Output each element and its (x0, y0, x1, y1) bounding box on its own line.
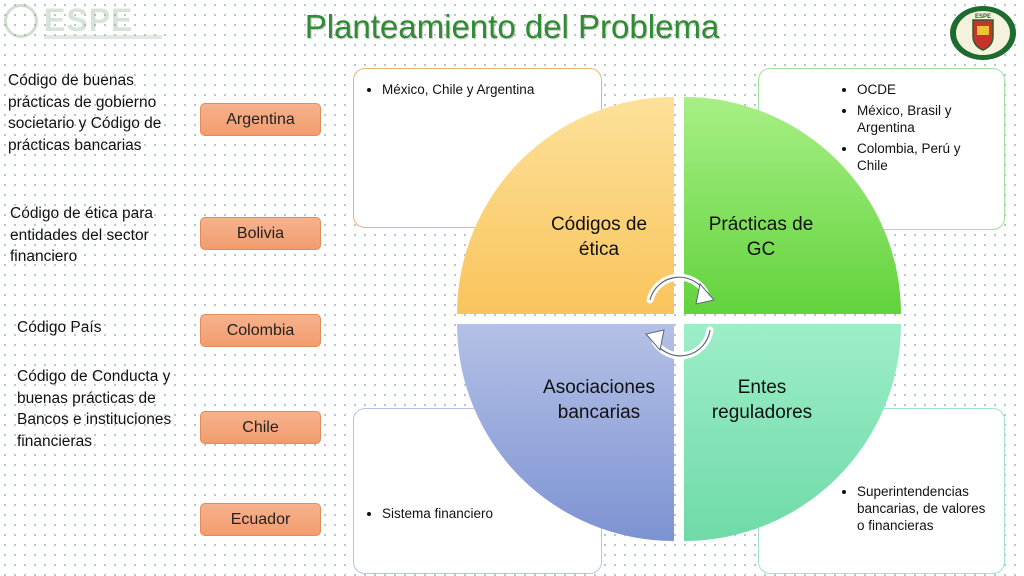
card-bottom-right-list: Superintendencias bancarias, de valores … (837, 483, 994, 534)
logo-underline (44, 35, 162, 39)
description-bolivia: Código de ética para entidades del secto… (10, 205, 154, 265)
description-chile: Código de Conducta y buenas prácticas de… (17, 368, 172, 450)
country-box-bolivia: Bolivia (200, 217, 321, 250)
quadrant-bottom-left (457, 324, 674, 541)
list-item: Colombia, Perú y Chile (857, 140, 994, 174)
country-box-argentina: Argentina (200, 103, 321, 136)
description-colombia: Código País (17, 319, 102, 336)
list-item: OCDE (857, 81, 994, 98)
quadrant-label-top-right: Prácticas de GC (708, 214, 814, 260)
crest-text: ESPE (975, 14, 991, 20)
espe-seal-right: ESPE (948, 4, 1018, 62)
card-top-left-list: México, Chile y Argentina (362, 81, 591, 98)
description-argentina: Código de buenas prácticas de gobierno s… (8, 72, 162, 154)
country-box-chile: Chile (200, 411, 321, 444)
arrowhead-icon (645, 329, 665, 352)
arrowhead-icon (695, 282, 715, 305)
country-box-ecuador: Ecuador (200, 503, 321, 536)
quadrant-label-top-left: Códigos de ética (550, 214, 648, 260)
card-top-right-list: OCDE México, Brasil y Argentina Colombia… (837, 81, 994, 174)
quadrant-top-left (457, 97, 674, 314)
quadrant-bottom-right (684, 324, 901, 541)
espe-logo-left: ESPE (4, 2, 164, 42)
list-item: México, Brasil y Argentina (857, 102, 994, 136)
country-box-colombia: Colombia (200, 314, 321, 347)
quadrant-label-bottom-right: Entes reguladores (711, 377, 813, 423)
list-item: México, Chile y Argentina (382, 81, 591, 98)
list-item: Sistema financiero (382, 505, 591, 522)
quadrant-top-right (684, 97, 901, 314)
espe-seal-icon (4, 4, 38, 38)
quadrant-label-bottom-left: Asociaciones bancarias (543, 377, 655, 423)
list-item: Superintendencias bancarias, de valores … (857, 483, 994, 534)
crest-icon: ESPE (950, 6, 1016, 60)
espe-logo-text: ESPE (44, 2, 134, 38)
page-title: Planteamiento del Problema (304, 8, 720, 45)
card-bottom-left-list: Sistema financiero (362, 505, 591, 522)
